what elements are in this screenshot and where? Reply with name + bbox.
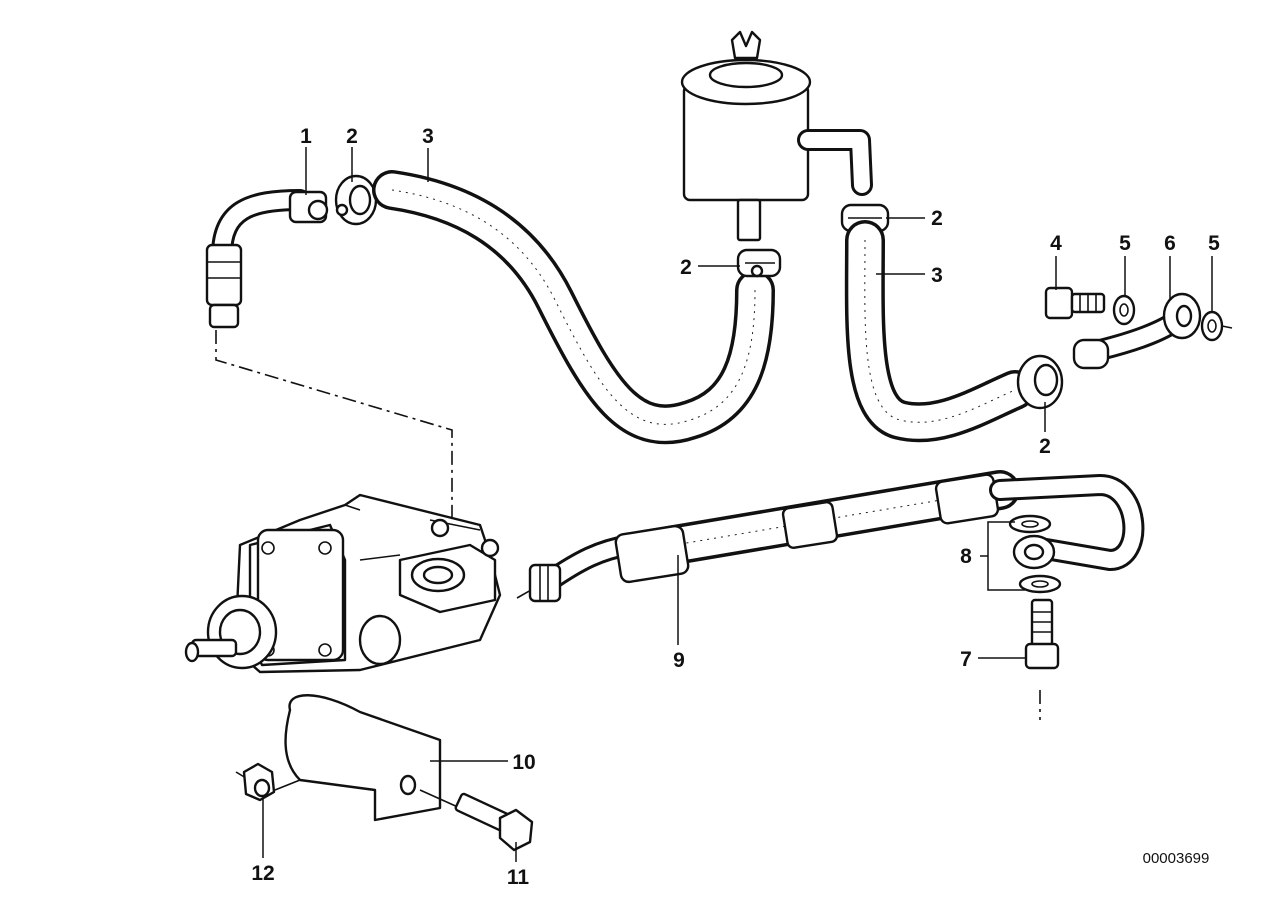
clamp-2-reservoir xyxy=(736,248,782,278)
clamp-2-top-left xyxy=(334,174,378,226)
pressure-line-9 xyxy=(528,470,1145,603)
document-id: 00003699 xyxy=(1143,850,1210,867)
callout-2: 2 xyxy=(931,207,943,230)
hose-3-right xyxy=(844,220,1035,443)
bracket-10 xyxy=(274,694,442,822)
callout-4: 4 xyxy=(1050,232,1062,255)
callout-8: 8 xyxy=(960,545,972,568)
reservoir xyxy=(680,30,873,242)
callout-7: 7 xyxy=(960,648,972,671)
callout-1: 1 xyxy=(300,125,312,148)
callout-2: 2 xyxy=(1039,435,1051,458)
hose-1-fitting xyxy=(205,189,329,329)
callout-3: 3 xyxy=(931,264,943,287)
callout-11: 11 xyxy=(507,866,530,889)
assembly-lines xyxy=(215,330,1041,720)
hose-3-left xyxy=(372,170,775,445)
callout-2: 2 xyxy=(680,256,692,279)
callout-5: 5 xyxy=(1119,232,1131,255)
banjo-bolt-7 xyxy=(1008,514,1062,670)
clamp-2-right xyxy=(1016,354,1064,410)
callout-12: 12 xyxy=(251,862,274,885)
callout-6: 6 xyxy=(1164,232,1176,255)
callouts: 1 2 3 2 2 3 4 5 6 5 2 8 9 7 10 12 11 xyxy=(251,125,1220,889)
steering-pump xyxy=(184,493,502,674)
callout-9: 9 xyxy=(673,649,685,672)
bolt-11 xyxy=(419,789,534,852)
callout-10: 10 xyxy=(512,751,535,774)
callout-2: 2 xyxy=(346,125,358,148)
banjo-assembly xyxy=(1044,286,1233,370)
nut-12 xyxy=(235,762,276,802)
callout-5: 5 xyxy=(1208,232,1220,255)
callout-3: 3 xyxy=(422,125,434,148)
leader-lines xyxy=(262,147,1213,862)
